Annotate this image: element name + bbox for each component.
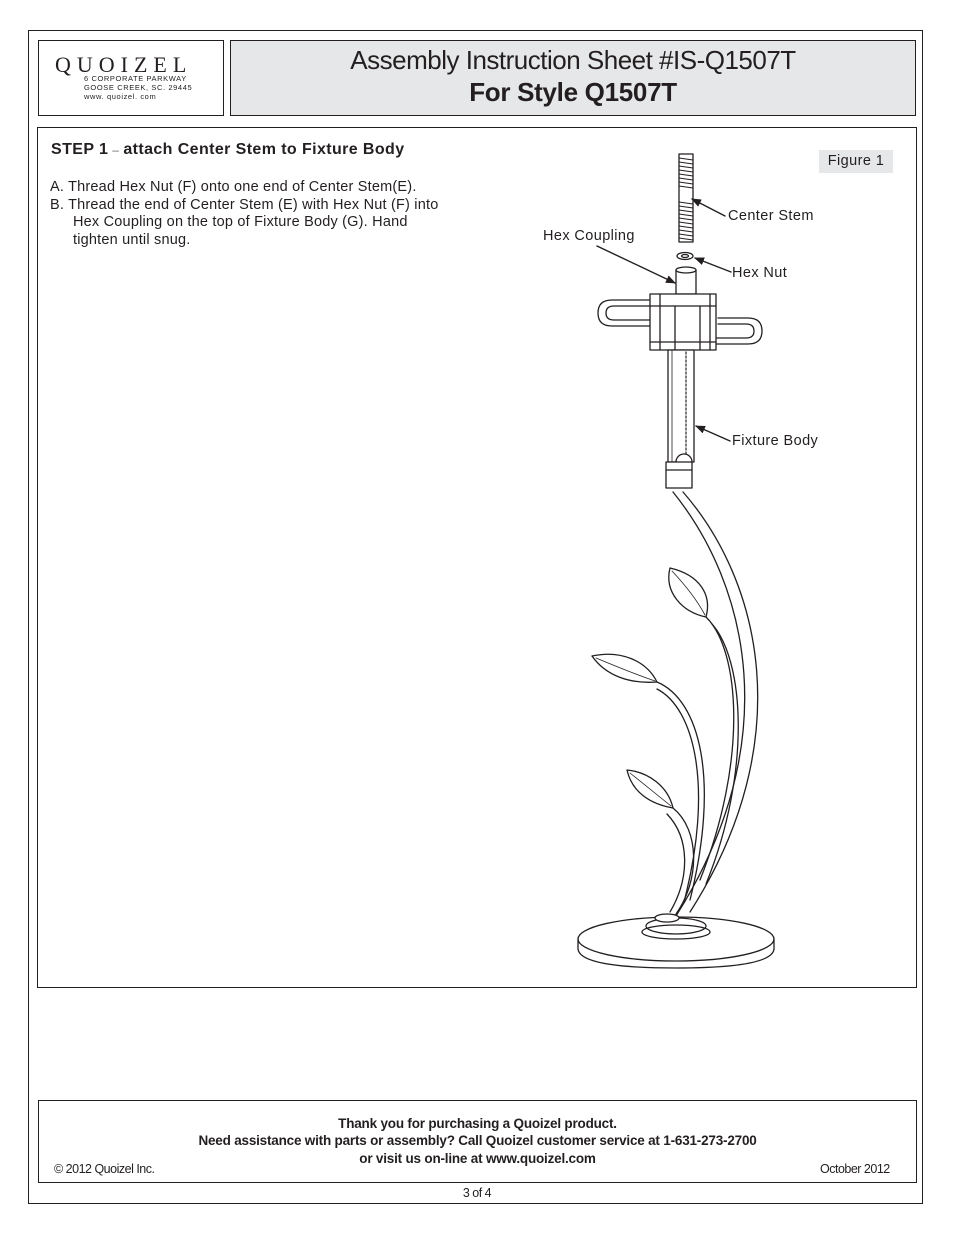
- step-title: attach Center Stem to Fixture Body: [123, 141, 405, 158]
- hex-nut-part: [676, 251, 694, 261]
- callout-arrows: [596, 198, 732, 442]
- footer-website: or visit us on-line at www.quoizel.com: [359, 1151, 596, 1166]
- callout-hex-coupling: Hex Coupling: [543, 228, 635, 244]
- address-line-1: 6 CORPORATE PARKWAY: [84, 74, 187, 83]
- company-address: 6 CORPORATE PARKWAY GOOSE CREEK, SC. 294…: [84, 74, 192, 101]
- step-panel: [37, 127, 917, 988]
- title-block: Assembly Instruction Sheet #IS-Q1507T Fo…: [230, 40, 916, 116]
- instruction-line: Hex Coupling on the top of Fixture Body …: [73, 214, 408, 230]
- hex-coupling-part: [649, 266, 717, 351]
- address-line-2: GOOSE CREEK, SC. 29445: [84, 83, 193, 92]
- revision-date: October 2012: [820, 1162, 890, 1176]
- step-heading: STEP 1–attach Center Stem to Fixture Bod…: [51, 141, 405, 159]
- figure-label: Figure 1: [819, 150, 893, 173]
- lamp-base: [577, 913, 775, 969]
- website-text: www. quoizel. com: [84, 92, 157, 101]
- callout-hex-nut: Hex Nut: [732, 265, 788, 281]
- center-stem-part: [678, 153, 694, 243]
- instruction-line: tighten until snug.: [73, 231, 191, 248]
- page-border: [28, 30, 923, 1204]
- curved-stem: [672, 491, 759, 917]
- fixture-body-part: [665, 349, 695, 489]
- callout-fixture-body: Fixture Body: [732, 433, 819, 449]
- footer-panel: [38, 1100, 917, 1183]
- page-number: 3 of 4: [462, 1186, 492, 1200]
- copyright-text: © 2012 Quoizel Inc.: [54, 1162, 155, 1176]
- callout-center-stem: Center Stem: [728, 208, 814, 224]
- step-separator: –: [112, 143, 120, 157]
- sheet-title: Assembly Instruction Sheet #IS-Q1507T: [350, 45, 796, 75]
- logo-block: QUOIZEL 6 CORPORATE PARKWAY GOOSE CREEK,…: [38, 40, 224, 116]
- leaf-branches: [591, 567, 739, 915]
- instruction-line: B. Thread the end of Center Stem (E) wit…: [50, 196, 439, 213]
- logo-wordmark: QUOIZEL: [55, 52, 193, 77]
- footer-thanks: Thank you for purchasing a Quoizel produ…: [338, 1116, 617, 1131]
- style-title: For Style Q1507T: [469, 77, 677, 107]
- footer-assistance: Need assistance with parts or assembly? …: [198, 1133, 757, 1148]
- step-number: STEP 1: [51, 141, 109, 158]
- instruction-line: A. Thread Hex Nut (F) onto one end of Ce…: [50, 179, 417, 195]
- step-instructions: A. Thread Hex Nut (F) onto one end of Ce…: [50, 179, 439, 249]
- fixture-arms: [597, 299, 763, 345]
